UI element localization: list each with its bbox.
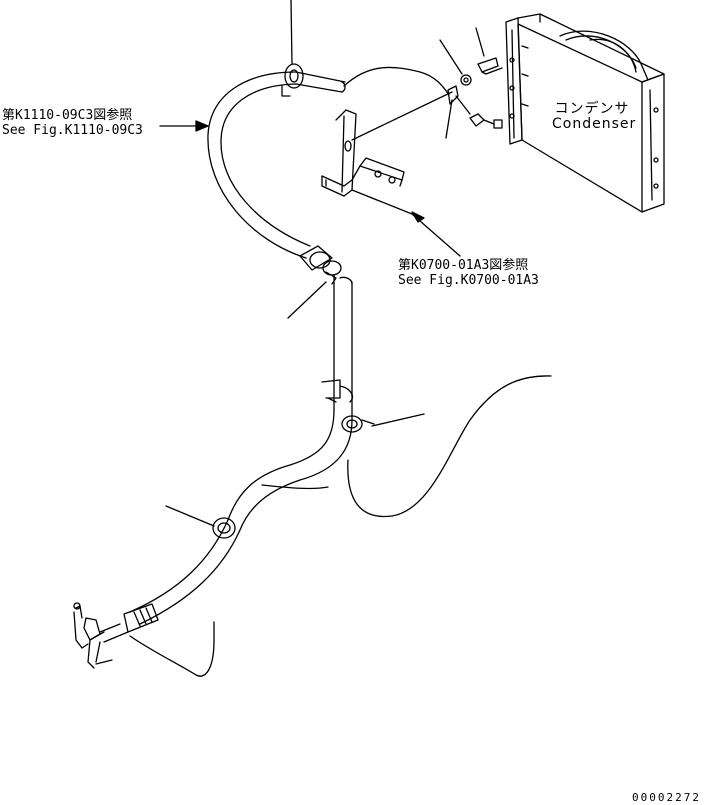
vertical-bracket — [321, 379, 354, 403]
condenser-label: コンデンサ Condenser — [552, 101, 637, 132]
small-parts — [439, 27, 503, 139]
condenser — [505, 13, 665, 213]
image-code: 00002272 — [632, 791, 701, 804]
condenser-label-en: Condenser — [552, 116, 637, 132]
middle-clamp — [287, 245, 342, 319]
arrow-middle-ref — [411, 211, 461, 257]
pipe-fitting — [73, 602, 113, 669]
lower-vertical-clamp — [341, 413, 425, 433]
wire-right-curve — [347, 375, 552, 518]
bracket-leader — [351, 91, 453, 141]
wire-top — [343, 66, 450, 96]
reference-left: 第K1110-09C3図参照 See Fig.K1110-09C3 — [2, 108, 143, 138]
reference-middle: 第K0700-01A3図参照 See Fig.K0700-01A3 — [398, 258, 539, 288]
mounting-bracket — [321, 109, 413, 215]
reference-middle-en: See Fig.K0700-01A3 — [398, 273, 539, 288]
upper-clamp — [281, 0, 304, 97]
protective-sleeve — [99, 603, 159, 643]
sleeve-leader — [129, 621, 215, 677]
condenser-label-jp: コンデンサ — [554, 101, 630, 117]
upper-hose — [207, 71, 346, 259]
arrow-left-ref — [159, 120, 209, 132]
reference-left-jp: 第K1110-09C3図参照 — [2, 108, 133, 123]
reference-middle-jp: 第K0700-01A3図参照 — [398, 258, 529, 273]
vertical-hose — [227, 275, 353, 531]
reference-left-en: See Fig.K1110-09C3 — [2, 123, 143, 138]
